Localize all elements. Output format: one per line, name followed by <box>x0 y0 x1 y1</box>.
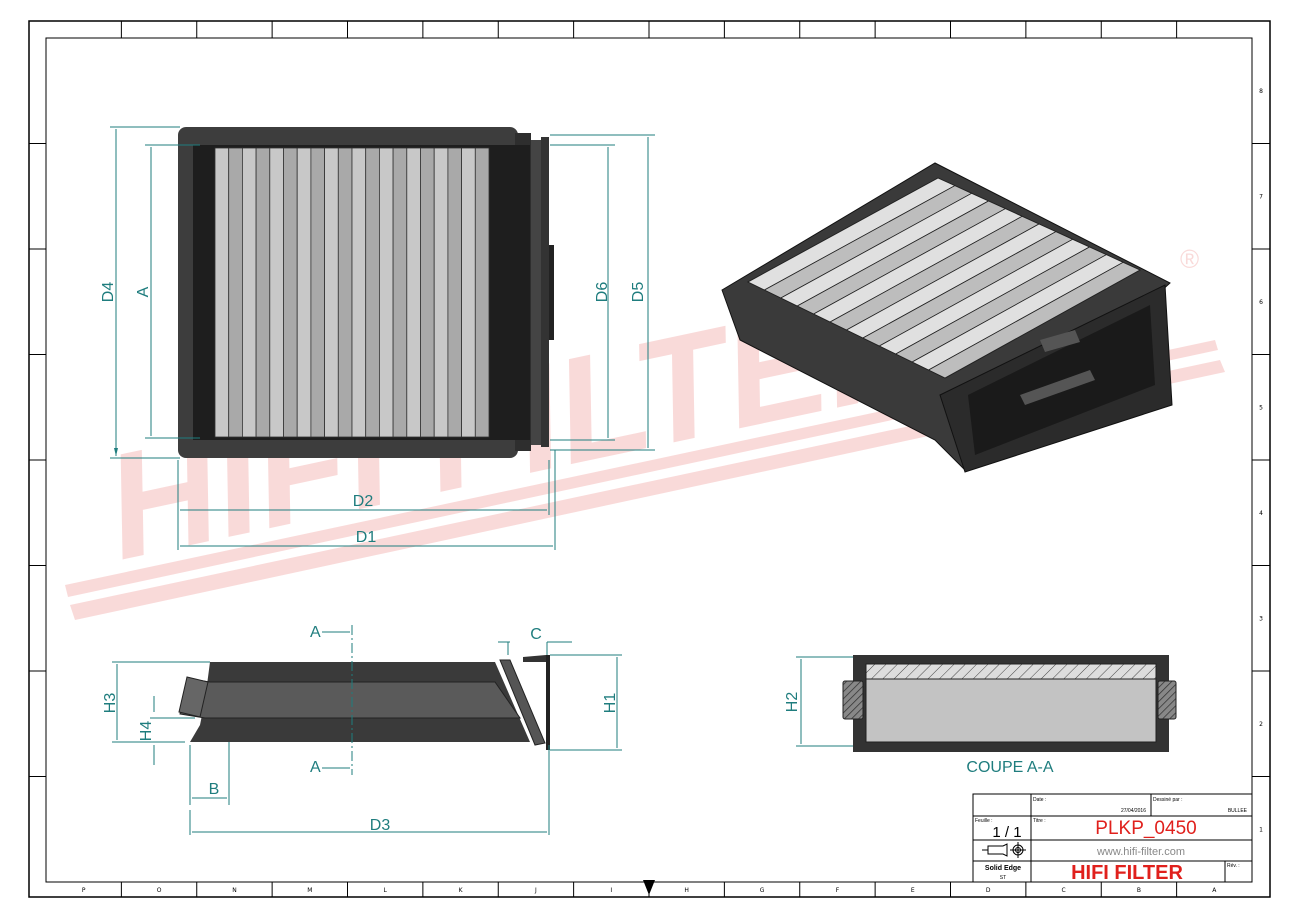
sheet-value: 1 / 1 <box>992 824 1021 841</box>
website: www.hifi-filter.com <box>1096 846 1185 858</box>
pleat <box>324 147 339 438</box>
sheet-label: Feuille : <box>975 818 993 824</box>
pleat <box>927 261 1141 379</box>
pleat <box>214 147 230 438</box>
section-marker-top: A <box>310 624 321 641</box>
title-block: Date : 27/04/2016 Dessiné par : BULLEE F… <box>972 793 1253 884</box>
drawn-by-value: BULLEE <box>1228 808 1248 814</box>
date-label: Date : <box>1033 797 1046 803</box>
centering-mark-icon <box>643 880 655 895</box>
row-label: 1 <box>1259 826 1263 833</box>
pleat <box>241 147 257 438</box>
side-view-dimensions: H3 H4 H1 B C D3 A A <box>102 624 622 835</box>
pleat <box>269 147 284 438</box>
column-label: M <box>307 887 312 894</box>
column-label: F <box>836 887 840 894</box>
pleat <box>283 147 298 438</box>
dim-c-label: C <box>530 626 542 643</box>
side-view <box>178 625 550 775</box>
projection-symbol-icon <box>982 842 1026 858</box>
row-label: 5 <box>1259 404 1263 411</box>
column-label: A <box>1212 887 1217 894</box>
section-marker-bottom: A <box>310 759 321 776</box>
row-label: 3 <box>1259 615 1263 622</box>
pleat <box>365 147 380 438</box>
dim-a-label: A <box>135 286 152 297</box>
date-value: 27/04/2016 <box>1121 808 1146 814</box>
company-name: HIFI FILTER <box>1071 862 1183 884</box>
isometric-view <box>721 162 1173 473</box>
pleat <box>461 147 476 438</box>
section-caption: COUPE A-A <box>966 759 1053 776</box>
dim-d5-label: D5 <box>630 282 647 303</box>
pleat <box>420 147 435 438</box>
dim-h1-label: H1 <box>602 693 619 714</box>
pleat <box>474 147 490 438</box>
registered-mark: ® <box>1180 244 1199 274</box>
row-label: 8 <box>1259 88 1263 95</box>
row-label: 4 <box>1259 510 1263 517</box>
column-label: K <box>459 887 464 894</box>
drawing-title: PLKP_0450 <box>1095 818 1196 839</box>
pleat <box>378 147 394 438</box>
top-view-dimensions: D4 A D6 D5 D2 D1 <box>100 126 655 550</box>
pleat <box>392 147 408 438</box>
drawn-by-label: Dessiné par : <box>1153 797 1182 803</box>
column-label: E <box>911 887 915 894</box>
software-version: ST <box>1000 875 1006 881</box>
dim-h2-label: H2 <box>784 692 801 713</box>
dim-d2-label: D2 <box>353 493 374 510</box>
dim-h3-label: H3 <box>102 693 119 714</box>
pleat <box>337 147 353 438</box>
row-label: 2 <box>1259 721 1263 728</box>
column-label: H <box>684 887 689 894</box>
sheet-grid: P O N M L K J I H G F E D C B A 8 7 6 5 4 3 2 1 <box>29 21 1270 897</box>
column-label: P <box>82 887 86 894</box>
column-label: O <box>157 887 162 894</box>
column-label: I <box>610 887 612 894</box>
pleat <box>255 147 271 438</box>
pleat <box>406 147 421 438</box>
pleat <box>228 147 243 438</box>
column-label: N <box>232 887 237 894</box>
dim-d3-label: D3 <box>370 817 391 834</box>
dim-d1-label: D1 <box>356 529 377 546</box>
dim-h4-label: H4 <box>138 721 155 742</box>
dim-d4-label: D4 <box>100 282 117 303</box>
dim-b-label: B <box>209 781 220 798</box>
column-label: C <box>1061 887 1065 894</box>
pleat <box>296 147 312 438</box>
row-label: 6 <box>1259 299 1263 306</box>
pleat <box>447 147 462 438</box>
column-label: L <box>384 887 388 894</box>
dim-d6-label: D6 <box>594 282 611 303</box>
section-view: H2 COUPE A-A <box>784 655 1177 776</box>
column-label: G <box>760 887 765 894</box>
revision-label: Rév. : <box>1227 863 1240 869</box>
row-label: 7 <box>1259 193 1263 200</box>
software-name: Solid Edge <box>985 865 1021 872</box>
column-label: D <box>986 887 991 894</box>
column-label: J <box>534 887 537 894</box>
title-label: Titre : <box>1033 818 1046 824</box>
pleat <box>351 147 367 438</box>
top-view <box>178 127 554 458</box>
column-label: B <box>1137 887 1141 894</box>
pleat <box>310 147 325 438</box>
pleat <box>433 147 449 438</box>
